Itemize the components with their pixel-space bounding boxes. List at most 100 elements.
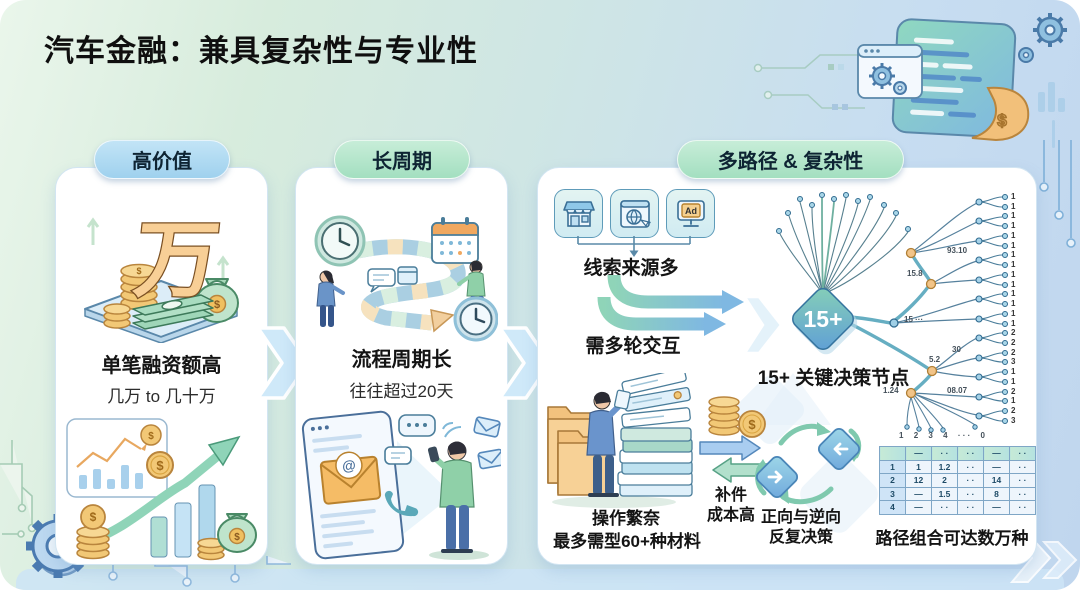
envelope-icon	[473, 416, 501, 470]
axis-label: 4	[943, 431, 948, 440]
table-cell: 1.2	[931, 459, 958, 474]
winding-path	[356, 239, 466, 333]
chat-bubble-icon	[367, 266, 418, 293]
tree-leaf: 1	[1002, 309, 1036, 317]
table-cell: 1	[905, 459, 932, 474]
decision-loop-label: 正向与逆向 反复决策	[746, 508, 856, 548]
tree-leaf: 1	[1002, 368, 1036, 376]
path-table-header-row: —· ·· ·—· ·	[879, 446, 1036, 461]
table-col-header: —	[905, 446, 932, 461]
tree-leaf: 1	[1002, 202, 1036, 210]
tree-leaf: 1	[1002, 319, 1036, 327]
tree-leaf: 1	[1002, 270, 1036, 278]
table-cell: —	[905, 486, 932, 501]
gear-icon-top-right	[1018, 13, 1067, 63]
coin-stack-icon: $ $	[76, 451, 225, 561]
long-cycle-subheading: 往往超过20天	[349, 382, 454, 401]
tree-leaf: 1	[1002, 241, 1036, 249]
diamond-entry-chevron	[743, 295, 783, 355]
svg-text:$: $	[234, 532, 240, 543]
table-row: 4—· ·· ·—· ·	[879, 500, 1036, 515]
email-communication-illustration: @	[301, 410, 501, 560]
tree-axis-fan	[906, 393, 976, 429]
tree-leaf: 1	[1002, 231, 1036, 239]
tree-roots	[779, 197, 909, 295]
long-cycle-badge: 长周期	[334, 140, 470, 179]
tree-mid-nodes	[975, 198, 983, 420]
phone-handset-icon	[384, 490, 419, 517]
money-bag-icon: $	[217, 513, 257, 553]
code-scroll-decoration: $	[753, 13, 1067, 148]
code-scroll	[891, 18, 1017, 138]
lead-sources-label: 线索来源多	[583, 258, 679, 279]
wan-character: 万	[129, 212, 225, 308]
svg-text:$: $	[156, 458, 164, 473]
svg-text:$: $	[748, 417, 756, 432]
table-cell: —	[905, 500, 932, 515]
interaction-flow-arrows	[597, 274, 744, 336]
coin-stack-icon	[708, 396, 766, 438]
tree-leaf: 1	[1002, 377, 1036, 385]
operations-label: 操作繁奈	[592, 509, 660, 528]
tree-root-tips	[776, 192, 911, 234]
branch-label: 30	[952, 345, 961, 354]
table-cell: · ·	[1009, 473, 1036, 488]
tree-leaf: 1	[1002, 193, 1036, 201]
tree-main-branches	[846, 254, 933, 393]
table-col-header: —	[983, 446, 1010, 461]
axis-label: 1	[899, 431, 904, 440]
loop-label-line2: 反复决策	[768, 529, 833, 546]
documents-folders-illustration	[547, 373, 693, 508]
loop-label-line1: 正向与逆向	[760, 509, 841, 526]
high-value-badge: 高价值	[94, 140, 230, 179]
tree-leaf: 2	[1002, 387, 1036, 395]
table-cell: 8	[983, 486, 1010, 501]
decision-nodes-label: 15+ 关键决策节点	[757, 368, 910, 389]
person-figure	[316, 270, 345, 327]
table-col-header: · ·	[931, 446, 958, 461]
path-combinations-label: 路径组合可达数万种	[875, 529, 1029, 548]
bottom-card-band	[16, 569, 1064, 590]
supplement-cost-label: 补件 成本高	[689, 486, 773, 526]
interaction-label: 需多轮交互	[585, 336, 681, 357]
panel-complexity: 多路径 & 复杂性	[537, 140, 1037, 565]
tree-leaf: 1	[1002, 397, 1036, 405]
table-cell: · ·	[931, 500, 958, 515]
growth-chart-illustration: $ $ $	[66, 418, 257, 561]
table-cell: 12	[905, 473, 932, 488]
tablet-email: @	[301, 410, 405, 560]
table-row-header: 3	[879, 486, 906, 501]
supplement-cost-illustration: $	[699, 396, 774, 483]
browser-globe-icon	[619, 199, 651, 228]
table-col-header: · ·	[957, 446, 984, 461]
branch-label: 5.2	[929, 355, 941, 364]
table-cell: · ·	[957, 473, 984, 488]
circuit-trace-decoration	[753, 54, 865, 110]
gear-icon	[869, 63, 907, 95]
axis-label: 0	[980, 431, 985, 440]
timeline-path-illustration	[314, 215, 498, 342]
svg-text:$: $	[997, 111, 1007, 130]
tree-blue-hub-node	[889, 318, 899, 328]
arrow-right-icon	[699, 435, 761, 461]
tree-leaf: 1	[1002, 290, 1036, 298]
branch-label: 1.24	[883, 386, 899, 395]
decision-diamond: 15+	[792, 288, 858, 355]
lead-source-connector	[577, 236, 691, 257]
table-cell: · ·	[1009, 486, 1036, 501]
table-row-header: 4	[879, 500, 906, 515]
wan-money-illustration: $ $ 万	[84, 212, 239, 343]
tree-leaf-fans	[978, 196, 1003, 422]
watermark-diamonds	[735, 373, 878, 533]
circuit-trace-left	[0, 440, 37, 538]
person-figure	[586, 389, 631, 497]
table-cell: · ·	[957, 459, 984, 474]
tree-leaf: 1	[1002, 222, 1036, 230]
browser-gears-window	[857, 44, 923, 99]
tree-leaf: 3	[1002, 358, 1036, 366]
svg-text:$: $	[214, 299, 220, 311]
tree-leaf: 1	[1002, 280, 1036, 288]
paper-stack	[617, 373, 693, 497]
